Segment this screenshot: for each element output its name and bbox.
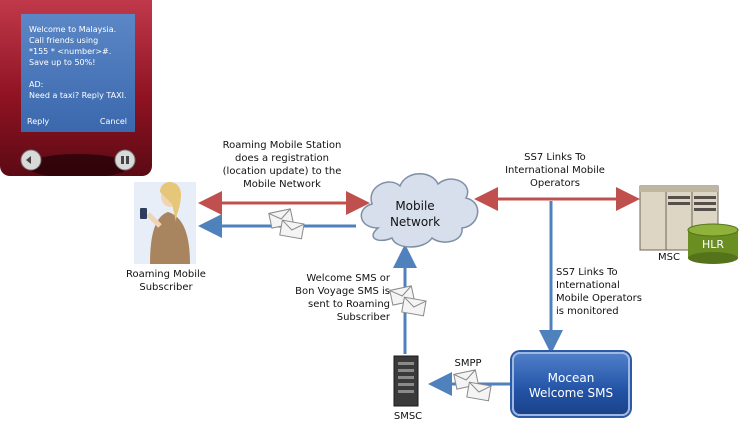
sms-line: Need a taxi? Reply TAXI. (29, 91, 127, 100)
registration-note: Roaming Mobile Station does a registrati… (207, 139, 357, 191)
cloud-line: Network (389, 215, 441, 229)
note-line: Bon Voyage SMS is (295, 286, 390, 297)
welcome-sms-note: Welcome SMS or Bon Voyage SMS is sent to… (282, 272, 390, 324)
note-line: Subscriber (336, 312, 390, 323)
note-line: SS7 Links To (524, 152, 586, 163)
note-line: Mobile Network (243, 179, 321, 190)
sms-line: *155 * <number>#. (29, 47, 112, 56)
envelope-icon (389, 285, 427, 317)
ss7-monitored-note: SS7 Links To International Mobile Operat… (556, 266, 646, 318)
envelope-icon (453, 369, 492, 402)
msc-label: MSC (658, 252, 680, 263)
reply-softkey[interactable]: Reply (27, 117, 50, 126)
cloud-line: Mobile (395, 199, 435, 213)
note-line: International (556, 280, 620, 291)
note-line: does a registration (234, 153, 329, 164)
note-line: sent to Roaming (308, 299, 390, 310)
note-line: Welcome SMS or (306, 273, 390, 284)
hlr-database-icon (687, 223, 739, 264)
note-line: (location update) to the (222, 166, 342, 177)
smsc-server-icon (393, 355, 419, 407)
mocean-welcome-sms-box: Mocean Welcome SMS (512, 352, 630, 416)
subscriber-person-icon (134, 181, 196, 264)
smpp-label: SMPP (454, 358, 482, 369)
subscriber-label: Roaming Mobile Subscriber (116, 268, 216, 294)
sms-line: AD: (29, 80, 44, 89)
note-line: Operators (530, 178, 580, 189)
note-line: Roaming Mobile Station (222, 140, 342, 151)
phone-keypad (20, 149, 136, 176)
cancel-softkey[interactable]: Cancel (99, 117, 127, 126)
label-line: Subscriber (139, 282, 193, 293)
sms-line: Call friends using (29, 36, 99, 45)
smsc-label: SMSC (393, 411, 423, 422)
envelope-icon (268, 208, 305, 240)
sms-line: Welcome to Malaysia. (29, 25, 117, 34)
sms-line: Save up to 50%! (29, 58, 96, 67)
hlr-label: HLR (701, 238, 725, 251)
note-line: is monitored (556, 306, 619, 317)
mobile-network-cloud (360, 173, 479, 248)
mobile-network-label: Mobile Network (372, 198, 458, 230)
note-line: Mobile Operators (556, 293, 642, 304)
phone-screen: Welcome to Malaysia. Call friends using … (21, 14, 135, 132)
mocean-line: Mocean (547, 371, 595, 385)
ss7-links-note: SS7 Links To International Mobile Operat… (490, 151, 620, 190)
mocean-line: Welcome SMS (528, 386, 614, 400)
label-line: Roaming Mobile (126, 269, 206, 280)
note-line: International Mobile (505, 165, 605, 176)
note-line: SS7 Links To (556, 267, 618, 278)
